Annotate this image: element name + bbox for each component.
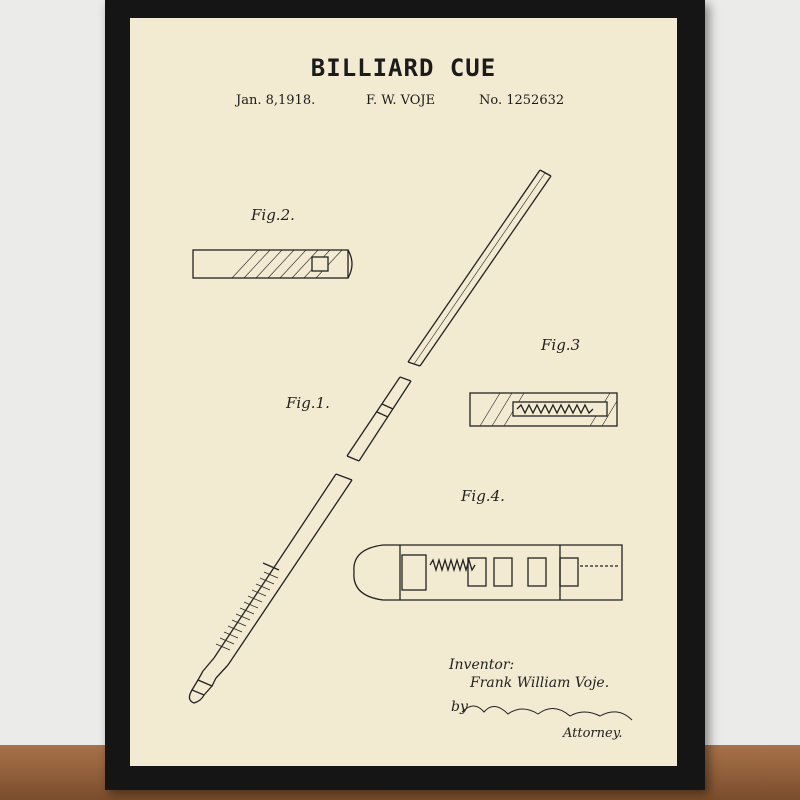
- attorney-label: Attorney.: [563, 726, 623, 741]
- by-label: by: [451, 699, 468, 715]
- patent-meta: Jan. 8,1918. F. W. VOJE No. 1252632: [130, 93, 677, 113]
- inventor-name: Frank William Voje.: [470, 675, 610, 691]
- cue-joint-section: [346, 376, 412, 462]
- patent-date: Jan. 8,1918.: [236, 93, 316, 108]
- fig2-drawing: [192, 249, 353, 279]
- fig1-label: Fig.1.: [286, 394, 330, 412]
- patent-number: No. 1252632: [479, 93, 565, 108]
- fig3-drawing: [469, 392, 618, 427]
- fig4-label: Fig.4.: [461, 487, 505, 505]
- cue-butt: [188, 473, 353, 704]
- fig4-drawing: [353, 544, 623, 601]
- poster-title: BILLIARD CUE: [310, 54, 497, 82]
- fig2-label: Fig.2.: [251, 206, 295, 224]
- cue-shaft-upper: [407, 169, 552, 367]
- patent-inventor-short: F. W. VOJE: [366, 93, 436, 108]
- attorney-signature: [461, 705, 633, 721]
- fig3-label: Fig.3: [541, 336, 581, 354]
- inventor-label: Inventor:: [449, 657, 515, 673]
